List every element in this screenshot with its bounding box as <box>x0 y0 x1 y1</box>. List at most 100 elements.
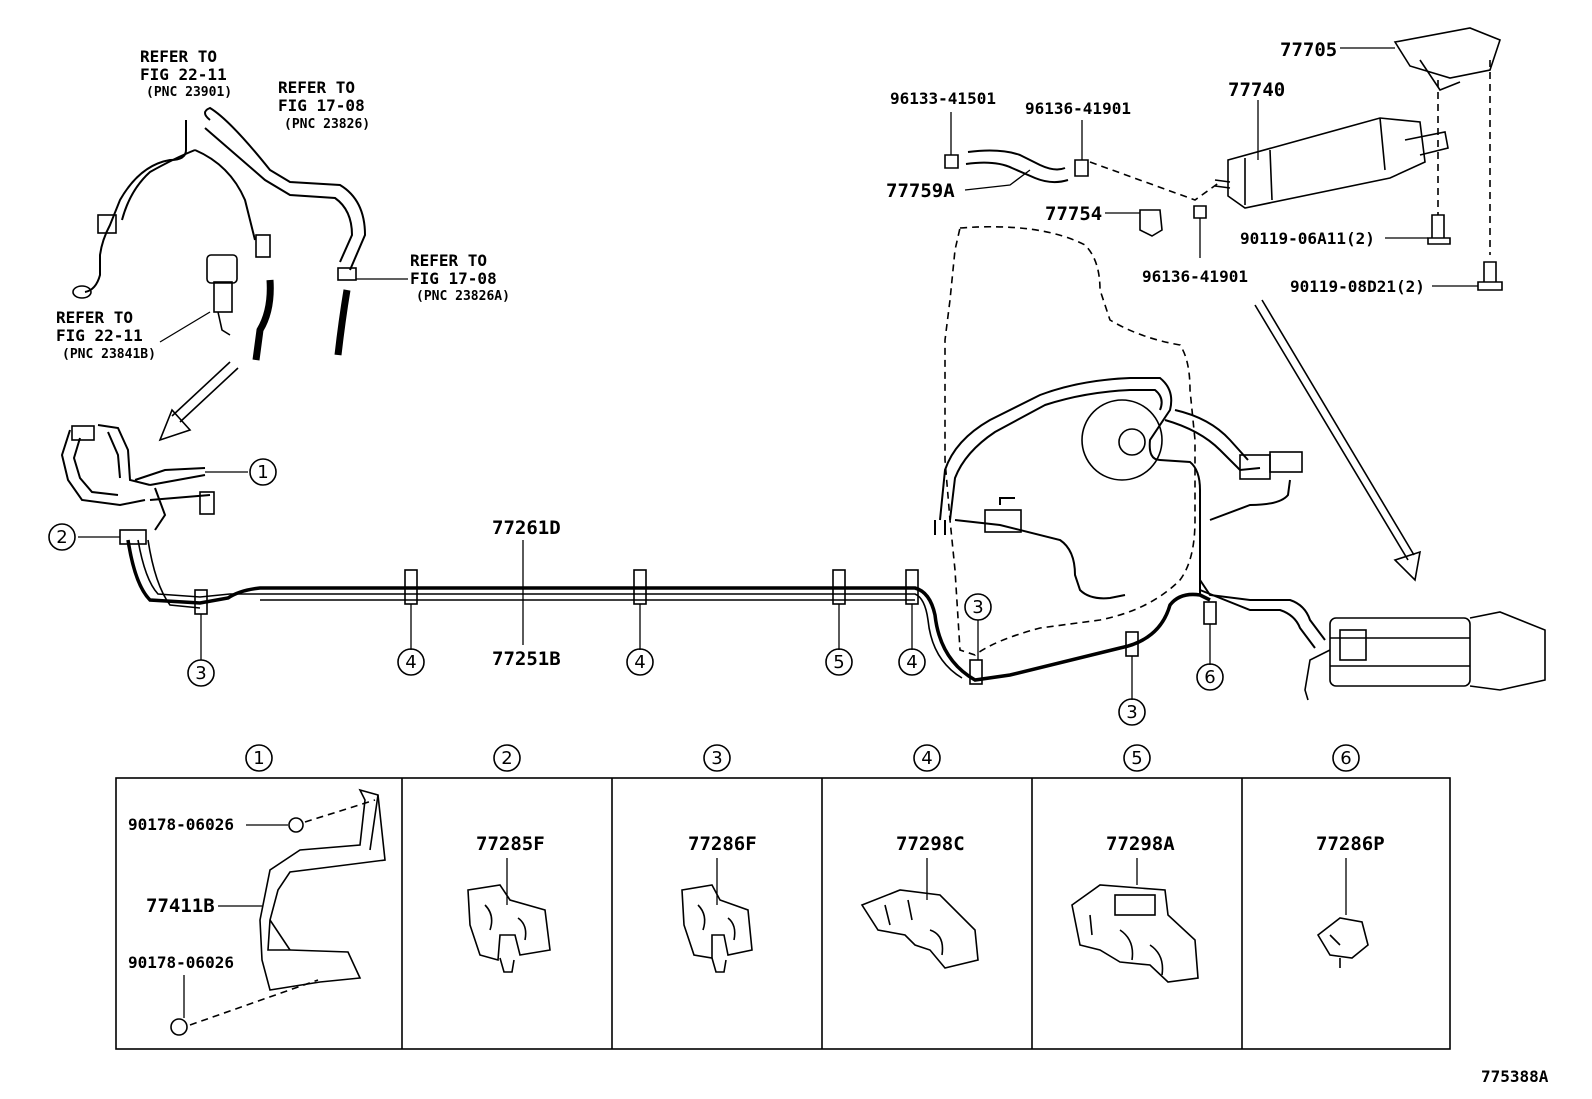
ref1-line3: (PNC 23901) <box>146 85 232 100</box>
ref3-line3: (PNC 23826A) <box>416 289 510 304</box>
clamp-77298a-slots <box>1089 914 1164 976</box>
clamp-77285f-icon <box>467 884 551 962</box>
callout-3b-text: 3 <box>972 597 983 618</box>
canister-body <box>1329 617 1471 687</box>
ref4-line3: (PNC 23841B) <box>62 347 156 362</box>
clamp-77285f-mini <box>119 529 147 545</box>
callout-4b <box>626 648 654 676</box>
panel-1: 90178-06026 77411B 90178-06026 <box>128 788 386 1036</box>
clamp-77286f-slots <box>697 904 736 941</box>
leader-77759a <box>964 169 1031 191</box>
dash-hose-path <box>1089 161 1221 201</box>
line-77261d <box>126 539 1211 682</box>
ref1-line2: FIG 22-11 <box>140 65 227 84</box>
elbow-77754-icon <box>1139 209 1163 237</box>
panel-3: 77286F <box>681 833 757 973</box>
clamp-77285f-slots <box>484 904 527 941</box>
connector-23841b <box>206 254 238 284</box>
front-pipe-end <box>199 491 215 515</box>
panel-5-number: 5 <box>1131 748 1142 769</box>
front-pipe-b <box>72 437 119 496</box>
canister-detail: 77705 77740 96133-41501 96136-41901 7775… <box>886 27 1503 296</box>
nut-90178-06026-icon <box>288 817 304 833</box>
hose-fitting <box>255 234 271 258</box>
callout-3c-text: 3 <box>1126 702 1137 723</box>
label-77740: 77740 <box>1228 79 1285 101</box>
p1-dash-b <box>189 979 319 1026</box>
front-pipe-cap <box>71 425 95 441</box>
callout-4a <box>397 648 425 676</box>
fuel-pump-flange <box>1081 399 1163 481</box>
callout-3c <box>1118 698 1146 726</box>
panel-2-number-circle <box>493 744 521 772</box>
hose-23826 <box>204 106 367 271</box>
arrow-down-right-icon <box>1393 550 1422 582</box>
panel-3-number: 3 <box>711 748 722 769</box>
hose-23901 <box>84 120 187 293</box>
detail-panels: 1 2 3 4 5 6 90178-06026 77411B 90178-060… <box>115 744 1451 1050</box>
callout-3b <box>964 593 992 621</box>
hose-clamp <box>97 214 117 234</box>
clamp-77286f-icon <box>681 884 753 959</box>
clamp-77286f-pin <box>711 957 727 973</box>
callout-4c-text: 4 <box>906 652 917 673</box>
clamp-77298a-window <box>1114 894 1156 916</box>
panel-4: 77298C <box>860 833 979 969</box>
ref3-line1: REFER TO <box>410 251 487 270</box>
line-front-c <box>147 539 201 609</box>
callout-3a-text: 3 <box>195 663 206 684</box>
hose-23901-outline <box>121 149 196 221</box>
panel-1-label-90178-b: 90178-06026 <box>128 953 234 972</box>
label-77251b: 77251B <box>492 648 561 670</box>
callout-4c <box>898 648 926 676</box>
arrow-down-right-shaft-b <box>1261 299 1415 556</box>
callout-5 <box>825 648 853 676</box>
canister-port <box>1304 649 1331 701</box>
clamp-23826a <box>337 267 357 281</box>
connector-body <box>213 281 233 313</box>
bolt-90119-06a11-icon <box>1427 214 1451 245</box>
line-to-canister-1 <box>1199 579 1326 641</box>
panel-2-number: 2 <box>501 748 512 769</box>
front-bracket-pipes <box>149 474 211 531</box>
connector-tail <box>217 311 231 336</box>
panel-5-number-circle <box>1123 744 1151 772</box>
label-77754: 77754 <box>1045 203 1102 225</box>
label-77759a: 77759A <box>886 180 955 202</box>
leader-ref4 <box>159 311 211 343</box>
label-96136-41901-b: 96136-41901 <box>1142 267 1248 286</box>
label-77705: 77705 <box>1280 39 1337 61</box>
arrow-left-shaft <box>171 361 231 417</box>
panel-6-label: 77286P <box>1316 833 1385 855</box>
panel-3-number-circle <box>703 744 731 772</box>
label-77261d: 77261D <box>492 517 561 539</box>
clamp-6 <box>1203 601 1217 625</box>
vent-valve <box>1239 454 1271 480</box>
panel-5-label: 77298A <box>1106 833 1175 855</box>
hose-end <box>72 285 92 299</box>
canister-77740-lines <box>1244 117 1386 205</box>
filler-hoses-group: REFER TO FIG 22-11 (PNC 23901) REFER TO … <box>56 47 510 442</box>
line-to-canister-2 <box>1199 589 1316 649</box>
hose-77759a-outline <box>965 161 1069 184</box>
panel-1-label-90178-a: 90178-06026 <box>128 815 234 834</box>
callout-2-text: 2 <box>56 527 67 548</box>
panel-6-number-circle <box>1332 744 1360 772</box>
callout-6-text: 6 <box>1204 667 1215 688</box>
bolt-90119-08d21-icon <box>1477 261 1503 291</box>
clip-96136-41901-b-icon <box>1193 205 1207 219</box>
callout-1-text: 1 <box>257 462 268 483</box>
label-90119-08d21: 90119-08D21(2) <box>1290 277 1425 296</box>
tank-line-2 <box>949 389 1163 521</box>
label-96136-41901-a: 96136-41901 <box>1025 99 1131 118</box>
callout-4a-text: 4 <box>405 652 416 673</box>
front-pipe-d <box>107 431 121 479</box>
tank-fitting <box>984 509 1022 533</box>
ref4-line2: FIG 22-11 <box>56 326 143 345</box>
ref1-line1: REFER TO <box>140 47 217 66</box>
callout-6 <box>1196 663 1224 691</box>
ref2-line2: FIG 17-08 <box>278 96 365 115</box>
tank-fitting-nipple <box>999 497 1015 505</box>
